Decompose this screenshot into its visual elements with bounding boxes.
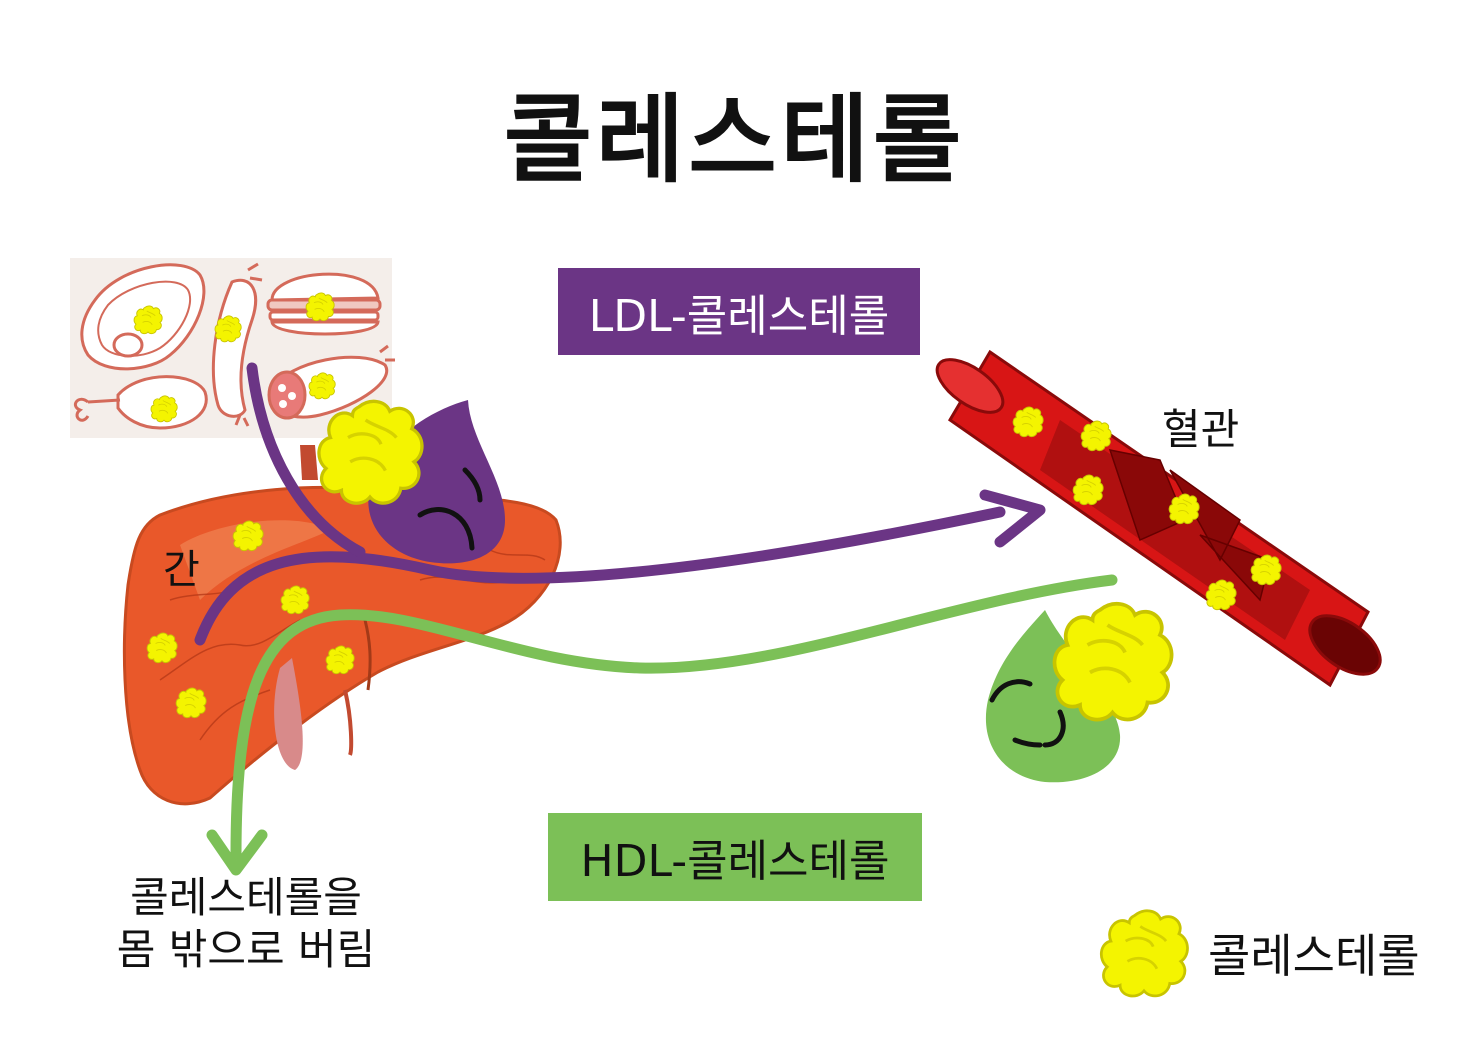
excretion-label: 콜레스테롤을 몸 밖으로 버림 bbox=[96, 872, 396, 976]
ldl-label: LDL-콜레스테롤 bbox=[558, 268, 920, 355]
hdl-particle bbox=[985, 601, 1174, 783]
hdl-return-arrow bbox=[206, 574, 1118, 876]
food-illustration bbox=[70, 258, 395, 438]
sausage-icon bbox=[211, 262, 263, 427]
ldl-transport-arrow bbox=[194, 362, 1046, 646]
cholesterol-blob-icon bbox=[1099, 909, 1189, 998]
excretion-label-line2: 몸 밖으로 버림 bbox=[116, 925, 376, 974]
excretion-label-line1: 콜레스테롤을 bbox=[130, 873, 362, 922]
blood-vessel-illustration bbox=[935, 349, 1382, 688]
liver-label: 간 bbox=[163, 547, 200, 593]
legend-label: 콜레스테롤 bbox=[1208, 929, 1420, 983]
ldl-particle bbox=[317, 399, 505, 564]
page-title: 콜레스테롤 bbox=[503, 84, 966, 196]
hdl-label: HDL-콜레스테롤 bbox=[548, 813, 922, 901]
blood-vessel-label: 혈관 bbox=[1162, 405, 1240, 454]
